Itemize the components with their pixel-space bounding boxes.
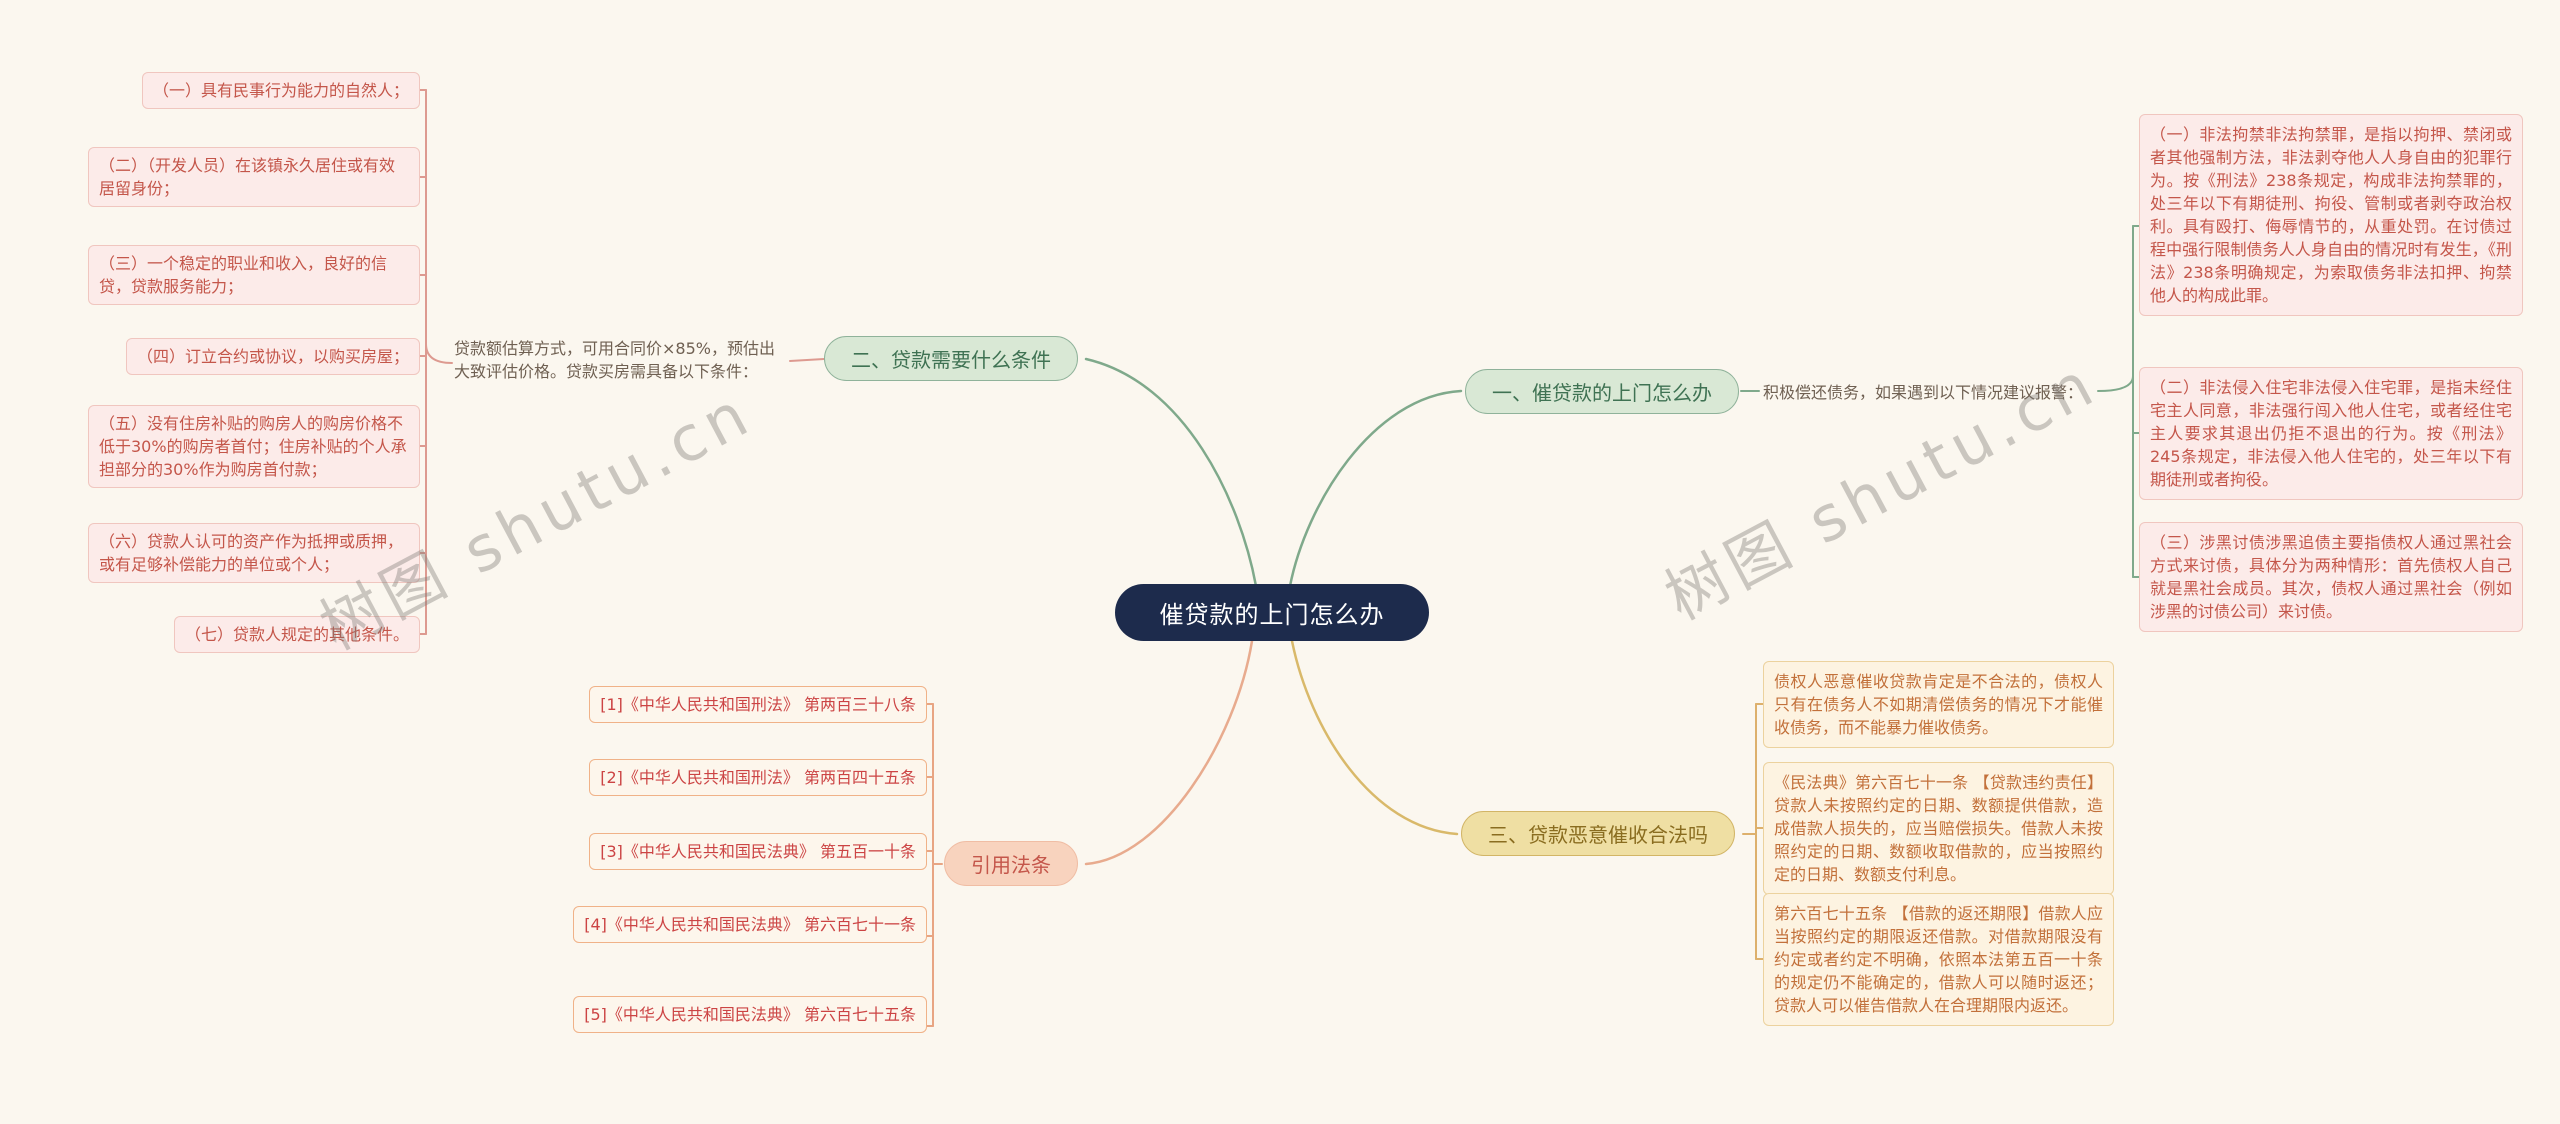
law-citation-item[interactable]: [2]《中华人民共和国刑法》 第两百四十五条 — [589, 759, 927, 796]
law-citation-item[interactable]: [3]《中华人民共和国民法典》 第五百一十条 — [589, 833, 927, 870]
laws-bracket — [924, 703, 943, 1027]
door-collection-note[interactable]: 积极偿还债务，如果遇到以下情况建议报警： — [1763, 383, 2084, 402]
illegal-bracket — [1742, 703, 1765, 960]
law-citation-item[interactable]: [4]《中华人民共和国民法典》 第六百七十一条 — [573, 906, 927, 943]
condition-item[interactable]: （五）没有住房补贴的购房人的购房价格不低于30%的购房者首付；住房补贴的个人承担… — [88, 405, 420, 488]
law-citation-item[interactable]: [1]《中华人民共和国刑法》 第两百三十八条 — [589, 686, 927, 723]
loan-conditions-note[interactable]: 贷款额估算方式，可用合同价×85%，预估出大致评估价格。贷款买房需具备以下条件： — [454, 339, 775, 382]
condition-item[interactable]: （一）具有民事行为能力的自然人； — [141, 72, 420, 109]
condition-item[interactable]: （三）一个稳定的职业和收入，良好的信贷，贷款服务能力； — [88, 245, 420, 305]
illegal-collection-item[interactable]: 《民法典》第六百七十一条 【贷款违约责任】贷款人未按照约定的日期、数额提供借款，… — [1763, 762, 2114, 895]
door-warning-item[interactable]: （三）涉黑讨债涉黑追债主要指债权人通过黑社会方式来讨债，具体分为两种情形：首先债… — [2139, 522, 2523, 632]
illegal-collection-item[interactable]: 债权人恶意催收贷款肯定是不合法的，债权人只有在债务人不如期清偿债务的情况下才能催… — [1763, 661, 2114, 748]
door-warning-item[interactable]: （二）非法侵入住宅非法侵入住宅罪，是指未经住宅主人同意，非法强行闯入他人住宅，或… — [2139, 367, 2523, 500]
condition-item[interactable]: （六）贷款人认可的资产作为抵押或质押，或有足够补偿能力的单位或个人； — [88, 523, 420, 583]
branch-node-loan-conditions[interactable]: 二、贷款需要什么条件 — [824, 336, 1078, 381]
law-citation-item[interactable]: [5]《中华人民共和国民法典》 第六百七十五条 — [573, 996, 927, 1033]
branch-node-illegal-collection[interactable]: 三、贷款恶意催收合法吗 — [1461, 811, 1735, 856]
condition-item[interactable]: （二）（开发人员）在该镇永久居住或有效居留身份； — [88, 147, 420, 207]
door-warning-item[interactable]: （一）非法拘禁非法拘禁罪，是指以拘押、禁闭或者其他强制方法，非法剥夺他人人身自由… — [2139, 114, 2523, 316]
branch-node-cited-laws[interactable]: 引用法条 — [944, 841, 1078, 886]
branch-node-door-collection[interactable]: 一、催贷款的上门怎么办 — [1465, 369, 1739, 414]
condition-item[interactable]: （四）订立合约或协议，以购买房屋； — [125, 338, 420, 375]
central-topic-node[interactable]: 催贷款的上门怎么办 — [1115, 584, 1429, 641]
illegal-collection-item[interactable]: 第六百七十五条 【借款的返还期限】借款人应当按照约定的期限返还借款。对借款期限没… — [1763, 893, 2114, 1026]
condition-item[interactable]: （七）贷款人规定的其他条件。 — [173, 616, 420, 653]
